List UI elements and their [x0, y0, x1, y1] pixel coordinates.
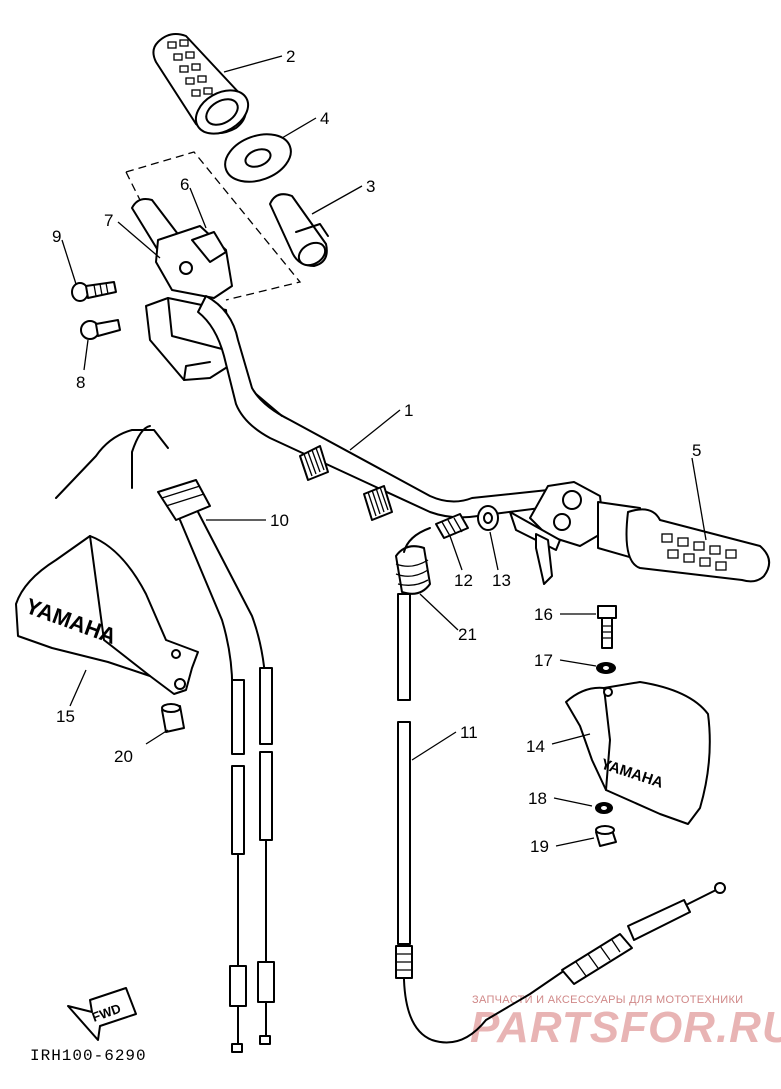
part-19-nut — [595, 825, 617, 847]
callout-18: 18 — [528, 789, 547, 808]
callout-6: 6 — [180, 175, 189, 194]
callout-16: 16 — [534, 605, 553, 624]
part-11-clutch-cable — [395, 527, 726, 1044]
callout-21: 21 — [458, 625, 477, 644]
part-7-throttle-housing — [131, 198, 233, 299]
part-20-collar — [161, 703, 185, 733]
callout-2: 2 — [286, 47, 295, 66]
part-15-left-handguard: YAMAHA — [15, 535, 199, 695]
callout-9: 9 — [52, 227, 61, 246]
callout-14: 14 — [526, 737, 545, 756]
watermark-line1: ЗАПЧАСТИ И АКСЕССУАРЫ ДЛЯ МОТОТЕХНИКИ — [472, 994, 743, 1006]
callout-13: 13 — [492, 571, 511, 590]
part-17-washer — [596, 662, 616, 674]
part-3-throttle-tube — [269, 193, 329, 267]
callout-12: 12 — [454, 571, 473, 590]
part-12-adjuster — [435, 513, 469, 539]
fwd-direction-arrow: FWD — [67, 987, 137, 1041]
callout-19: 19 — [530, 837, 549, 856]
part-16-bolt — [597, 605, 617, 649]
lever-perch — [509, 481, 605, 585]
leader-lines — [61, 55, 707, 847]
watermark-line2: PARTSFOR.RU — [470, 1003, 781, 1052]
callout-15: 15 — [56, 707, 75, 726]
part-9-screw — [71, 281, 117, 302]
part-4-washer — [224, 133, 292, 183]
part-14-right-handguard: YAMAHA — [565, 681, 711, 825]
callout-8: 8 — [76, 373, 85, 392]
callout-7: 7 — [104, 211, 113, 230]
diagram-code: IRH100-6290 — [30, 1047, 147, 1065]
callout-11: 11 — [460, 723, 478, 742]
part-21-cable-boot — [395, 545, 431, 595]
part-5-right-grip — [597, 501, 771, 583]
part-13-locknut — [477, 505, 499, 531]
part-10-throttle-cables — [55, 425, 275, 1053]
part-18-washer — [595, 802, 613, 814]
callout-3: 3 — [366, 177, 375, 196]
callout-1: 1 — [404, 401, 413, 420]
callout-17: 17 — [534, 651, 553, 670]
callout-labels: 2 4 3 6 7 9 8 1 10 5 12 13 21 16 17 14 1… — [52, 47, 701, 856]
watermark: ЗАПЧАСТИ И АКСЕССУАРЫ ДЛЯ МОТОТЕХНИКИ PA… — [470, 994, 781, 1052]
callout-4: 4 — [320, 109, 329, 128]
part-2-left-grip — [152, 33, 250, 135]
callout-20: 20 — [114, 747, 133, 766]
part-8-screw — [80, 319, 121, 340]
callout-10: 10 — [270, 511, 289, 530]
part-1-handlebar — [197, 295, 557, 521]
callout-5: 5 — [692, 441, 701, 460]
